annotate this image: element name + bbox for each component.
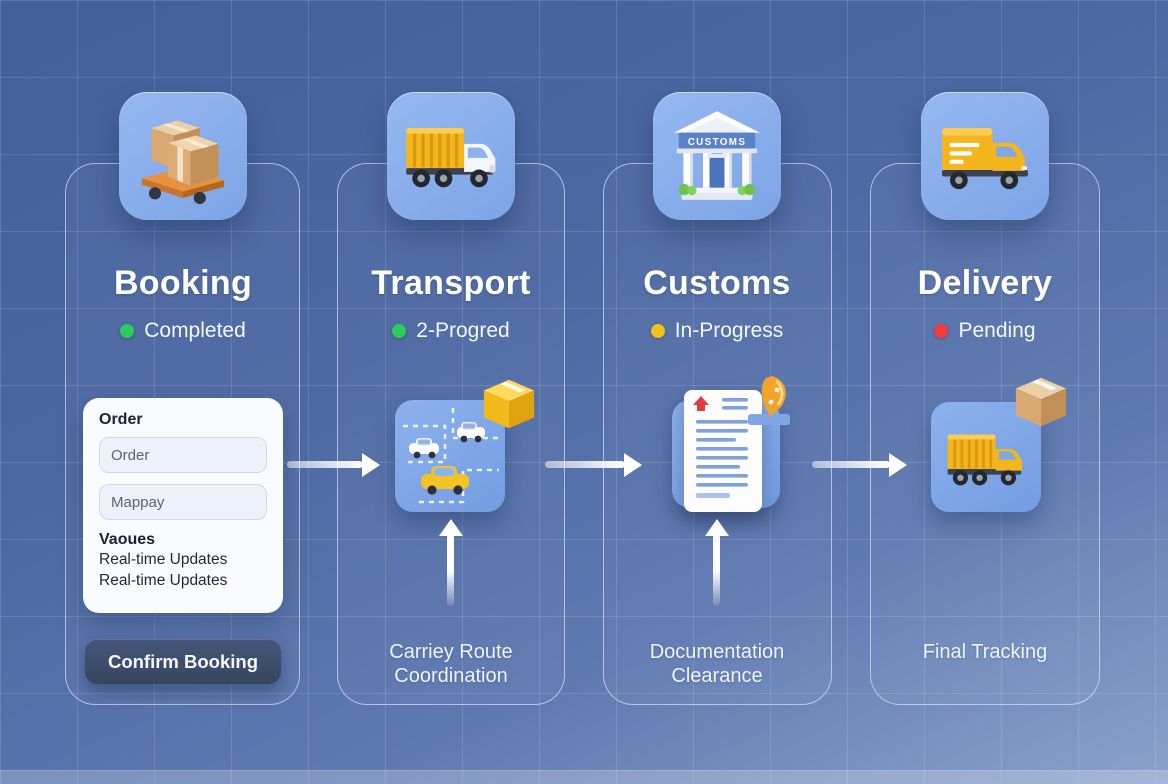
- caption-transport: Carriey Route Coordination: [389, 641, 513, 688]
- status-dot-green: [120, 324, 135, 338]
- flow-arrow-customs-delivery: [812, 461, 890, 468]
- container-truck-icon: [406, 128, 496, 188]
- up-arrow-customs: [713, 534, 720, 606]
- status-label: 2-Progred: [416, 319, 510, 342]
- status-label: Completed: [144, 319, 246, 342]
- up-arrow-transport: [447, 534, 454, 606]
- white-car-icon: [409, 438, 439, 459]
- stage-title-transport: Transport: [371, 264, 531, 302]
- value-line: Real-time Updates: [99, 572, 228, 590]
- status-customs: In-Progress: [603, 319, 831, 343]
- white-van-icon: [457, 422, 485, 443]
- status-delivery: Pending: [871, 319, 1099, 343]
- status-dot-green: [392, 324, 407, 338]
- mappay-input[interactable]: [99, 484, 267, 520]
- confirm-booking-button[interactable]: Confirm Booking: [85, 639, 281, 684]
- tracking-truck-icon: [931, 402, 1041, 512]
- caption-customs: Documentation Clearance: [649, 641, 785, 688]
- stamp-quill-icon: [742, 374, 794, 434]
- stage-title-booking: Booking: [113, 264, 253, 302]
- caption-delivery: Final Tracking: [922, 641, 1048, 663]
- value-line: Real-time Updates: [99, 551, 228, 568]
- delivery-icon-tile: [921, 92, 1049, 220]
- booking-form-card: Order Vaoues Real-time Updates Real-time…: [83, 398, 283, 613]
- yellow-taxi-icon: [421, 466, 469, 495]
- order-form-heading: Order: [99, 411, 143, 428]
- bottom-edge-highlight: [0, 770, 1168, 784]
- status-dot-red: [934, 324, 949, 338]
- status-label: In-Progress: [674, 319, 784, 342]
- status-dot-yellow: [650, 324, 665, 338]
- customs-building-icon: CUSTOMS: [674, 111, 760, 200]
- booking-icon-tile: [119, 92, 247, 220]
- route-map-graphic: [403, 408, 499, 504]
- status-booking: Completed: [69, 319, 297, 343]
- values-heading: Vaoues: [99, 531, 156, 548]
- tracking-truck-graphic: [947, 434, 1022, 486]
- status-transport: 2-Progred: [337, 319, 565, 343]
- transport-icon-tile: [387, 92, 515, 220]
- flow-arrow-transport-customs: [545, 461, 625, 468]
- customs-document-icon: [684, 390, 762, 512]
- delivery-truck-icon: [942, 128, 1028, 190]
- status-label: Pending: [958, 319, 1036, 342]
- stage-title-customs: Customs: [643, 264, 791, 302]
- route-map-icon: [395, 400, 505, 512]
- flow-arrow-booking-transport: [287, 461, 363, 468]
- order-input[interactable]: [99, 437, 267, 473]
- pallet-boxes-icon: [141, 120, 225, 205]
- cardboard-box-icon: [1014, 376, 1068, 428]
- customs-building-sign: CUSTOMS: [688, 137, 747, 148]
- stage-title-delivery: Delivery: [917, 264, 1053, 302]
- customs-icon-tile: CUSTOMS: [653, 92, 781, 220]
- package-cube-icon: [482, 378, 536, 430]
